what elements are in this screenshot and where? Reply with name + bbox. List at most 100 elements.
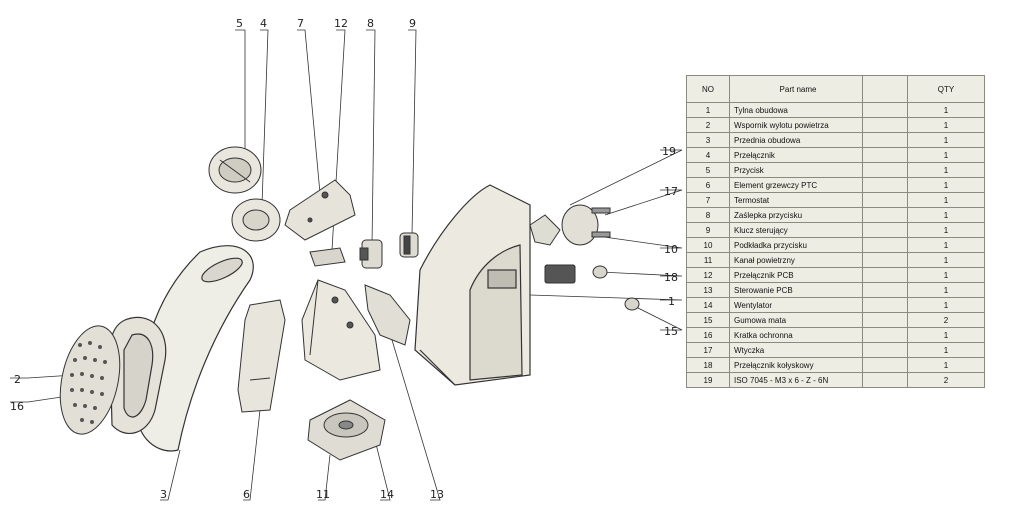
row-blank [862, 327, 908, 343]
part-13-control-pcb [364, 284, 411, 346]
row-no: 7 [686, 192, 730, 208]
row-part-name: Termostat [729, 192, 863, 208]
header-qty: QTY [907, 75, 985, 103]
header-blank [862, 75, 908, 103]
row-part-name: Zaślepka przycisku [729, 207, 863, 223]
row-qty: 1 [907, 282, 985, 298]
row-qty: 2 [907, 372, 985, 388]
row-no: 14 [686, 297, 730, 313]
part-6-ptc-heater [237, 299, 286, 413]
row-part-name: Element grzewczy PTC [729, 177, 863, 193]
row-no: 11 [686, 252, 730, 268]
part-7-thermostat [284, 179, 356, 241]
row-blank [862, 237, 908, 253]
row-blank [862, 177, 908, 193]
row-part-name: Przednia obudowa [729, 132, 863, 148]
row-qty: 1 [907, 222, 985, 238]
part-16-protective-grille [59, 325, 121, 435]
row-no: 4 [686, 147, 730, 163]
row-qty: 1 [907, 132, 985, 148]
part-8-button-cap [359, 239, 383, 269]
part-14-fan [307, 399, 386, 461]
row-part-name: Gumowa mata [729, 312, 863, 328]
row-no: 6 [686, 177, 730, 193]
row-blank [862, 117, 908, 133]
callout-11: 11 [316, 488, 330, 501]
callout-1: 1 [668, 295, 675, 308]
callout-17: 17 [664, 185, 678, 198]
part-17-plug [561, 204, 611, 246]
part-10-button-washer [529, 214, 561, 246]
row-no: 2 [686, 117, 730, 133]
callout-2: 2 [14, 373, 21, 386]
row-no: 19 [686, 372, 730, 388]
row-qty: 1 [907, 147, 985, 163]
row-qty: 1 [907, 237, 985, 253]
row-qty: 1 [907, 177, 985, 193]
row-part-name: Kratka ochronna [729, 327, 863, 343]
row-qty: 1 [907, 357, 985, 373]
callout-12: 12 [334, 17, 348, 30]
row-qty: 2 [907, 312, 985, 328]
callout-6: 6 [243, 488, 250, 501]
row-qty: 1 [907, 207, 985, 223]
row-part-name: ISO 7045 - M3 x 6 - Z - 6N [729, 372, 863, 388]
row-qty: 1 [907, 342, 985, 358]
row-blank [862, 207, 908, 223]
part-2-outlet-bracket [109, 316, 167, 434]
callout-3: 3 [160, 488, 167, 501]
row-blank [862, 162, 908, 178]
row-qty: 1 [907, 192, 985, 208]
row-qty: 1 [907, 252, 985, 268]
row-part-name: Tylna obudowa [729, 102, 863, 118]
row-part-name: Przełącznik kołyskowy [729, 357, 863, 373]
row-part-name: Sterowanie PCB [729, 282, 863, 298]
callout-8: 8 [367, 17, 374, 30]
callout-14: 14 [380, 488, 394, 501]
part-1-rear-housing [414, 184, 531, 386]
part-12-pcb-switch [309, 247, 346, 267]
row-no: 15 [686, 312, 730, 328]
row-blank [862, 282, 908, 298]
row-qty: 1 [907, 267, 985, 283]
header-part-name: Part name [729, 75, 863, 103]
row-part-name: Przycisk [729, 162, 863, 178]
row-blank [862, 372, 908, 388]
row-qty: 1 [907, 117, 985, 133]
part-18-rocker-switch [544, 264, 576, 284]
row-blank [862, 132, 908, 148]
callout-19: 19 [662, 145, 676, 158]
row-blank [862, 222, 908, 238]
row-no: 17 [686, 342, 730, 358]
part-15-rubber-mat [592, 265, 640, 311]
callout-16: 16 [10, 400, 24, 413]
row-blank [862, 357, 908, 373]
row-no: 10 [686, 237, 730, 253]
row-no: 8 [686, 207, 730, 223]
callout-10: 10 [664, 243, 678, 256]
row-no: 13 [686, 282, 730, 298]
row-part-name: Wspornik wylotu powietrza [729, 117, 863, 133]
callout-13: 13 [430, 488, 444, 501]
row-qty: 1 [907, 297, 985, 313]
row-blank [862, 297, 908, 313]
callout-7: 7 [297, 17, 304, 30]
row-qty: 1 [907, 162, 985, 178]
row-part-name: Przełącznik [729, 147, 863, 163]
row-blank [862, 342, 908, 358]
